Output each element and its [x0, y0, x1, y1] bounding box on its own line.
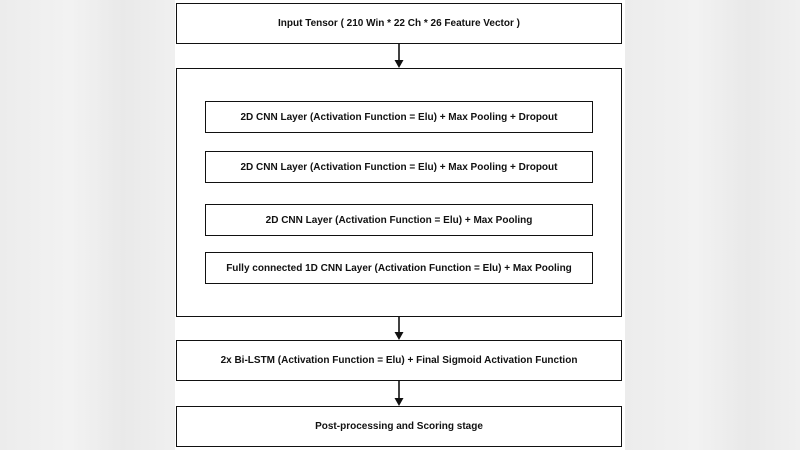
background-right	[625, 0, 800, 450]
input-tensor-box: Input Tensor ( 210 Win * 22 Ch * 26 Feat…	[176, 3, 622, 44]
cnn-layer-2-box: 2D CNN Layer (Activation Function = Elu)…	[205, 151, 593, 183]
bi-lstm-box: 2x Bi-LSTM (Activation Function = Elu) +…	[176, 340, 622, 381]
background-left	[0, 0, 175, 450]
cnn-layer-4-box: Fully connected 1D CNN Layer (Activation…	[205, 252, 593, 284]
cnn-layer-1-box: 2D CNN Layer (Activation Function = Elu)…	[205, 101, 593, 133]
cnn-layer-3-box: 2D CNN Layer (Activation Function = Elu)…	[205, 204, 593, 236]
post-processing-box: Post-processing and Scoring stage	[176, 406, 622, 447]
